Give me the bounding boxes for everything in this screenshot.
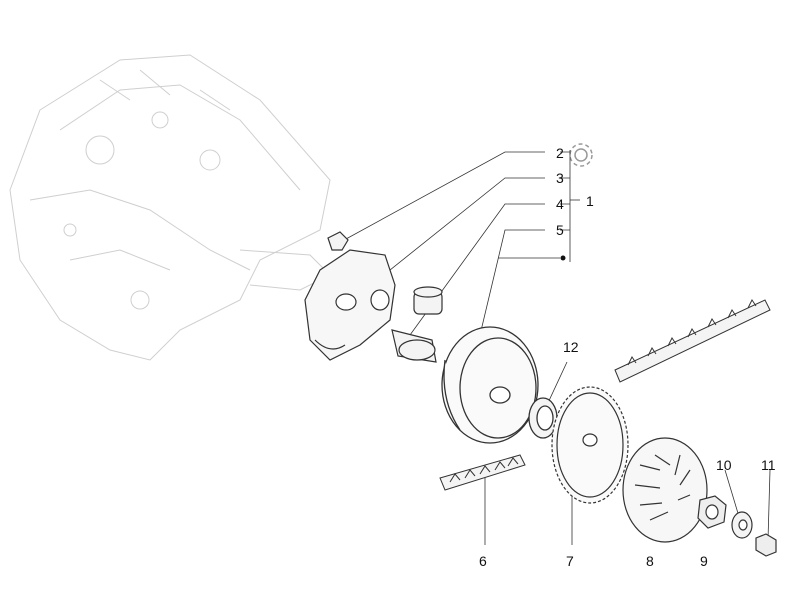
engine-casing-ghost <box>9 54 331 361</box>
callout-3: 3 <box>556 170 564 186</box>
part-pulley <box>441 326 539 444</box>
callout-8: 8 <box>646 553 654 569</box>
callout-10: 10 <box>716 457 732 473</box>
callout-4: 4 <box>556 196 564 212</box>
callout-11: 11 <box>761 457 776 473</box>
callout-6: 6 <box>479 553 487 569</box>
callout-1: 1 <box>586 193 594 209</box>
callout-7: 7 <box>566 553 574 569</box>
gear-icon <box>569 143 593 167</box>
part-toothed-gear <box>551 386 629 504</box>
part-nut <box>755 533 777 557</box>
callout-9: 9 <box>700 553 708 569</box>
part-clip <box>327 231 349 251</box>
part-hub-nut <box>697 495 727 529</box>
bullet-dot <box>560 255 566 261</box>
callout-12: 12 <box>563 339 579 355</box>
part-bushing <box>413 286 443 315</box>
part-washer <box>731 511 753 539</box>
callout-5: 5 <box>556 222 564 238</box>
part-belt <box>439 299 771 491</box>
part-sleeve <box>391 329 437 363</box>
callout-2: 2 <box>556 145 564 161</box>
part-ramp-plate <box>304 249 396 361</box>
part-fan-pulley <box>622 437 708 543</box>
